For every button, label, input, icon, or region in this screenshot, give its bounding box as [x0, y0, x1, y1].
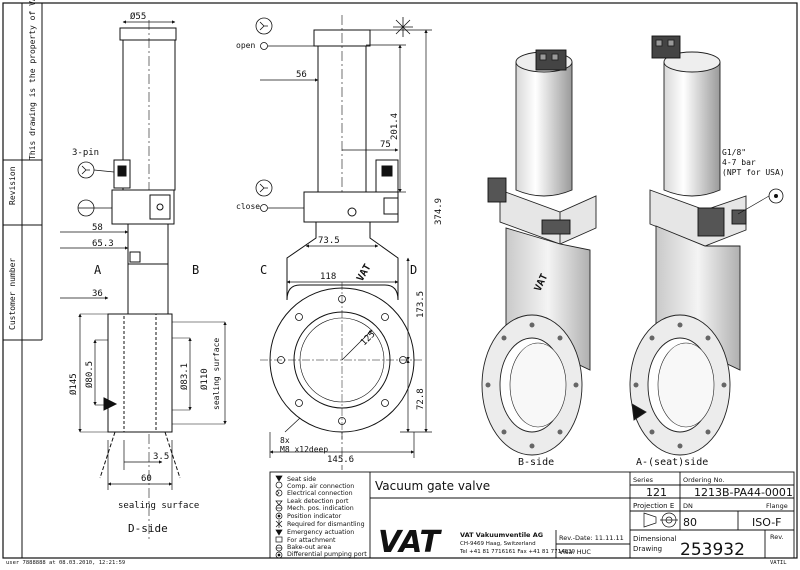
- b-side-label: B-side: [518, 457, 554, 468]
- dn-value: 80: [683, 516, 697, 529]
- dim-3-5: 3.5: [153, 452, 169, 462]
- svg-text:Seat side: Seat side: [287, 476, 316, 483]
- side-view-dimensions: [60, 20, 227, 490]
- dim-201-4: 201.4: [390, 113, 400, 140]
- dim-60: 60: [141, 474, 152, 484]
- dim-d80-5: Ø80.5: [84, 361, 95, 388]
- svg-text:Emergency actuation: Emergency actuation: [287, 529, 354, 536]
- dim-118: 118: [320, 272, 336, 282]
- air-connection-note: G1/8" 4-7 bar (NPT for USA): [722, 148, 785, 215]
- revision-label: Revision: [8, 166, 17, 205]
- flange-value: ISO-F: [752, 516, 782, 529]
- open-position-icon: [255, 17, 273, 35]
- svg-text:(NPT for USA): (NPT for USA): [722, 168, 785, 177]
- dim-d83-1: Ø83.1: [179, 363, 190, 390]
- property-note: This drawing is the property of VAT.: [28, 0, 37, 160]
- dim-173-5: 173.5: [416, 291, 426, 318]
- seat-side-marker-icon: [631, 403, 647, 421]
- customer-number-label: Customer number: [8, 258, 17, 330]
- svg-text:Mech. pos. indication: Mech. pos. indication: [287, 505, 354, 512]
- svg-text:Required for dismantling: Required for dismantling: [287, 521, 365, 528]
- dim-d145: Ø145: [68, 373, 79, 395]
- svg-text:For attachment: For attachment: [287, 537, 336, 544]
- side-label-d: D: [410, 263, 417, 277]
- close-port-icon: [260, 204, 268, 212]
- dim-56: 56: [296, 70, 307, 80]
- svg-text:Dimensional: Dimensional: [633, 535, 676, 543]
- b-side-iso-view: VAT: [481, 49, 597, 456]
- side-view-symbols: [77, 161, 115, 217]
- ordering-number: 1213B-PA44-0001: [694, 486, 793, 499]
- vat-logo: VAT: [378, 525, 443, 560]
- svg-text:Flange: Flange: [766, 502, 788, 510]
- legend: [275, 475, 283, 559]
- svg-text:Rev.: Rev.: [770, 533, 784, 541]
- open-port-icon: [260, 42, 268, 50]
- side-label-c: C: [260, 263, 267, 277]
- dismantling-star-icon: [393, 17, 413, 37]
- dim-58: 58: [92, 223, 103, 233]
- svg-text:Projection E: Projection E: [633, 502, 674, 510]
- user-stamp: user 7888888 at 08.03.2010, 12:21:59: [6, 560, 125, 566]
- svg-text:Tel +41 81 7716161 Fax +41 81: Tel +41 81 7716161 Fax +41 81 7714830: [459, 549, 576, 555]
- front-view-dimensions: [260, 29, 432, 458]
- svg-text:DN: DN: [683, 502, 693, 510]
- dim-374-9: 374.9: [434, 198, 444, 225]
- corner-code: VATIL: [770, 560, 787, 566]
- svg-text:Ordering No.: Ordering No.: [683, 476, 724, 484]
- dim-75: 75: [380, 140, 391, 150]
- svg-text:Bake-out area: Bake-out area: [287, 544, 331, 551]
- three-pin-label: 3-pin: [72, 148, 99, 158]
- side-label-a: A: [94, 263, 102, 277]
- close-position-icon: [255, 179, 273, 197]
- a-side-iso-view: [629, 35, 747, 456]
- title-block: [269, 471, 795, 559]
- svg-text:Rev.-Date: 11.11.11: Rev.-Date: 11.11.11: [559, 534, 624, 542]
- front-view-symbols: [255, 17, 413, 212]
- dim-36: 36: [92, 289, 103, 299]
- dim-72-8: 72.8: [416, 388, 426, 410]
- svg-text:Position indicator: Position indicator: [287, 513, 342, 520]
- holes-count: 8x: [280, 436, 290, 445]
- title-block-text: Vacuum gate valve Series 121 Ordering No…: [375, 476, 793, 560]
- open-label: open: [236, 41, 255, 50]
- series-value: 121: [646, 486, 667, 499]
- close-label: close: [236, 202, 260, 211]
- dim-d110: Ø110: [199, 368, 210, 390]
- svg-text:Series: Series: [633, 476, 654, 484]
- dim-65-3: 65.3: [92, 239, 114, 249]
- svg-text:VAT Vakuumventile AG: VAT Vakuumventile AG: [460, 531, 543, 539]
- svg-text:Visa: HUC: Visa: HUC: [559, 548, 591, 556]
- legend-labels: Seat side Comp. air connection Electrica…: [287, 476, 367, 558]
- svg-text:Comp. air connection: Comp. air connection: [287, 483, 354, 490]
- projection-symbol-icon: [643, 512, 678, 528]
- holes-spec: M8 x12deep: [280, 445, 328, 454]
- svg-text:Leak detection port: Leak detection port: [287, 498, 349, 505]
- side-view-labels: Ø55 58 65.3 36 Ø145 Ø80.5 Ø83.1 Ø110 sea…: [68, 11, 221, 535]
- drawing-number: 253932: [680, 540, 745, 560]
- svg-text:Differential pumping port: Differential pumping port: [287, 551, 367, 558]
- side-view: [80, 20, 225, 540]
- dim-145-6: 145.6: [327, 455, 354, 465]
- svg-text:G1/8": G1/8": [722, 148, 746, 157]
- dim-d55: Ø55: [130, 11, 146, 22]
- svg-text:4-7 bar: 4-7 bar: [722, 158, 756, 167]
- svg-text:Drawing: Drawing: [633, 545, 662, 553]
- drawing-title: Vacuum gate valve: [375, 479, 490, 493]
- d-side-label: D-side: [128, 522, 168, 535]
- side-label-b: B: [192, 263, 199, 277]
- a-seat-side-label: A-(seat)side: [636, 457, 708, 468]
- sealing-surface-bottom: sealing surface: [118, 501, 199, 511]
- svg-text:CH-9469 Haag, Switzerland: CH-9469 Haag, Switzerland: [460, 541, 536, 547]
- front-view: VAT: [260, 15, 424, 470]
- sealing-surface-vertical: sealing surface: [212, 338, 221, 410]
- dim-73-5: 73.5: [318, 236, 340, 246]
- svg-text:Electrical connection: Electrical connection: [287, 490, 353, 497]
